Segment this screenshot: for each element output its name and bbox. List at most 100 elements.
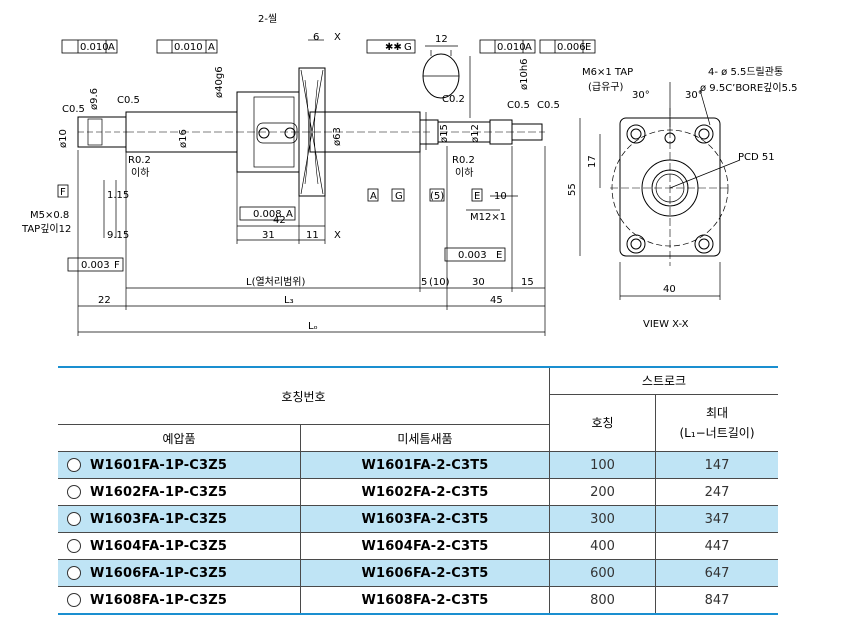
header-nominal: 호칭 [549,394,656,452]
dia-label: ø9.6 [89,88,100,110]
max-stroke: 447 [655,532,778,560]
tol-frame-text: 0.003 [458,250,487,261]
datum-label: A [370,191,377,202]
header-stroke: 스트로크 [549,367,778,395]
dim-label: 11 [306,230,319,241]
header-nominal-label: 호칭 [591,416,614,431]
max-stroke: 147 [655,451,778,479]
nominal-stroke: 300 [549,505,656,533]
dim-label: 40 [663,284,676,295]
rolled-part: W1601FA-1P-C3Z5 [90,451,301,479]
row-radio[interactable] [67,593,81,608]
dim-label: 9.15 [107,230,129,241]
pcd-label: PCD 51 [738,152,775,163]
header-rolled: 예압품 [58,424,301,452]
dia-label: ø15 [439,124,450,143]
dim-label: 15 [521,277,534,288]
row-select-cell[interactable] [58,586,90,614]
header-max-sub: (L₁−너트길이) [679,425,755,440]
section-label: X [334,32,341,43]
datum-label: G [395,191,403,202]
tol-frame-text: 0.010 [174,42,203,53]
datum-label: A [286,209,293,220]
dim-label: 22 [98,295,111,306]
dim-label: (10) [429,277,450,288]
header-stroke-label: 스트로크 [641,374,687,389]
tol-frame-text: 0.008 [253,209,282,220]
max-stroke: 247 [655,478,778,506]
chamfer-label: C0.5 [62,104,85,115]
view-xx [579,82,741,300]
header-fine: 미세틈새품 [300,424,550,452]
hole-note: 4- ø 5.5드릴관통 [708,65,783,78]
table-row: W1603FA-1P-C3Z5 W1603FA-2-C3T5 300 347 [58,505,778,533]
table-row: W1604FA-1P-C3Z5 W1604FA-2-C3T5 400 447 [58,532,778,560]
dim-label: 42 [273,215,286,226]
dia-label: ø10h6 [519,58,530,90]
rolled-part: W1608FA-1P-C3Z5 [90,586,301,614]
datum-label: F [60,187,66,198]
radius-label: 이하 [455,166,473,179]
nominal-stroke: 400 [549,532,656,560]
dia-label: ø12 [470,124,481,143]
dim-label: Lₒ [308,321,318,332]
dia-label: ø40g6 [214,66,225,98]
table-row: W1602FA-1P-C3Z5 W1602FA-2-C3T5 200 247 [58,478,778,506]
row-select-cell[interactable] [58,559,90,587]
table-row: W1608FA-1P-C3Z5 W1608FA-2-C3T5 800 847 [58,586,778,614]
row-radio[interactable] [67,566,81,581]
chamfer-label: C0.5 [537,100,560,111]
row-radio[interactable] [67,458,81,473]
tol-frame-text: 0.010 [80,42,109,53]
angle-label: 30° [632,90,650,101]
header-fine-label: 미세틈새품 [397,431,453,446]
header-part-number-label: 호칭번호 [281,389,326,404]
row-select-cell[interactable] [58,505,90,533]
section-label: X [334,230,341,241]
datum-label: F [114,260,120,271]
dim-label: 10 [494,191,507,202]
dim-label: 5 [421,277,427,288]
header-max-label: 최대 [705,405,729,420]
max-stroke: 647 [655,559,778,587]
dim-label: 31 [262,230,275,241]
row-select-cell[interactable] [58,451,90,479]
tap-note: (급유구) [588,81,624,93]
fine-part: W1608FA-2-C3T5 [300,586,550,614]
dim-label: 6 [313,32,319,43]
dim-label: 45 [490,295,503,306]
ball-nut [236,67,326,197]
dim-label: (5) [430,191,444,202]
chamfer-label: C0.5 [507,100,530,111]
datum-label: G [404,42,412,53]
datum-label: E [496,250,502,261]
max-stroke: 847 [655,586,778,614]
dim-label: 17 [587,155,598,168]
spec-table: 호칭번호 스트로크 호칭 최대 (L₁−너트길이) 예압품 미세틈새품 W160… [58,366,778,615]
tolerance-frames [57,39,596,272]
dim-label: L₃ [284,295,294,306]
row-select-cell[interactable] [58,478,90,506]
thread-label: M12×1 [470,212,506,223]
fine-part: W1606FA-2-C3T5 [300,559,550,587]
header-max: 최대 (L₁−너트길이) [655,394,778,452]
row-select-cell[interactable] [58,532,90,560]
tol-frame-text: 0.003 [81,260,110,271]
table-row: W1606FA-1P-C3Z5 W1606FA-2-C3T5 600 647 [58,559,778,587]
nominal-stroke: 800 [549,586,656,614]
row-radio[interactable] [67,539,81,554]
dim-label: 1.15 [107,190,129,201]
two-seal-label: 2-씰 [258,13,277,25]
fine-part: W1604FA-2-C3T5 [300,532,550,560]
header-part-number: 호칭번호 [58,367,550,425]
row-radio[interactable] [67,512,81,527]
chamfer-label: C0.5 [117,95,140,106]
dimension-lines [77,39,546,336]
datum-label: A [525,42,532,53]
fine-part: W1603FA-2-C3T5 [300,505,550,533]
row-radio[interactable] [67,485,81,500]
view-label: VIEW X-X [643,319,689,330]
angle-label: 30° [685,90,703,101]
thread-label: M5×0.8 [30,210,69,221]
datum-label: A [208,42,215,53]
